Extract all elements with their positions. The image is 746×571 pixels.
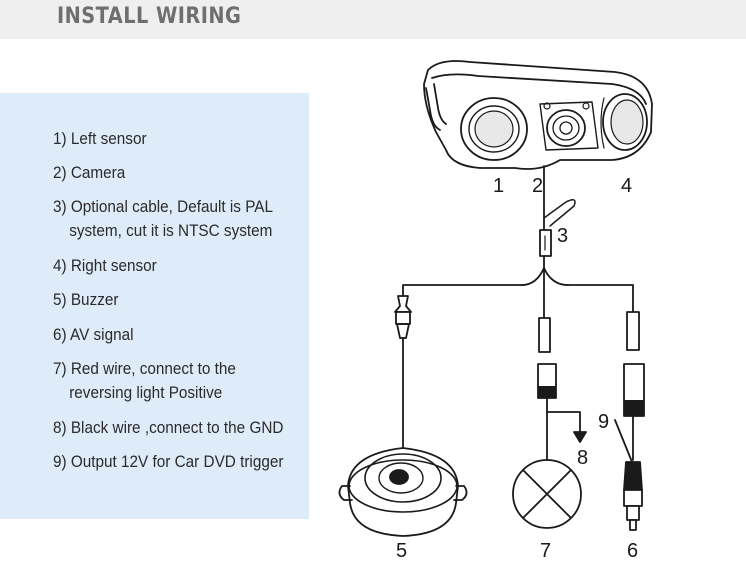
legend-item-text: 3) Optional cable, Default is PAL [53,197,273,216]
label-6: 6 [627,540,638,562]
legend-panel [0,93,309,519]
legend-item-text: 6) AV signal [53,325,134,344]
rca-plug-icon [623,461,643,531]
legend-item-text: 2) Camera [53,163,126,182]
label-1: 1 [493,175,504,197]
legend-item-buzzer: 5) Buzzer [53,288,118,312]
camera-sensor-unit [423,60,653,170]
wiring-diagram: 1 2 4 3 [338,60,653,562]
left-sensor-icon [460,97,528,161]
center-connector [537,317,587,461]
legend-item-black-wire: 8) Black wire ,connect to the GND [53,416,283,440]
label-8: 8 [577,447,588,469]
ground-arrow-icon [573,431,587,443]
legend-item-text: 7) Red wire, connect to the [53,359,236,378]
trigger-wire [614,419,633,463]
legend-item-text: 1) Left sensor [53,129,147,148]
camera-mount-bracket-inner [433,83,447,125]
camera-housing-top-edge [431,73,647,105]
label-4: 4 [621,175,632,197]
buzzer-icon [338,447,468,537]
left-branch-wire [402,267,545,297]
legend-item-right-sensor: 4) Right sensor [53,254,157,278]
legend-item-text-continued: system, cut it is NTSC system [69,221,273,240]
legend-item-text: 5) Buzzer [53,290,119,309]
branch-wires [402,267,634,319]
camera-housing-outline [423,60,653,170]
optional-cable-loop [543,199,576,227]
page-title: INSTALL WIRING [57,4,242,29]
legend-item-text: 9) Output 12V for Car DVD trigger [53,452,284,471]
av-connector [614,311,645,463]
right-branch-wire [543,267,634,313]
camera-mount-bracket [425,87,441,131]
camera-lens-icon [539,101,599,151]
label-7: 7 [540,540,551,562]
ground-wire [546,411,581,433]
legend-item-text: 4) Right sensor [53,256,157,275]
legend-item-left-sensor: 1) Left sensor [53,127,147,151]
main-cable [539,165,576,269]
label-3: 3 [557,225,568,247]
label-5: 5 [396,540,407,562]
legend-item-text: 8) Black wire ,connect to the GND [53,418,284,437]
buzzer-plug [394,295,412,449]
legend-item-output-12v: 9) Output 12V for Car DVD trigger [53,450,283,474]
legend-item-optional-cable: 3) Optional cable, Default is PAL system… [53,195,273,243]
label-9: 9 [598,411,609,433]
legend-item-av-signal: 6) AV signal [53,323,134,347]
header-bar: INSTALL WIRING [0,0,746,39]
legend-item-text-continued: reversing light Positive [69,383,223,402]
reversing-lamp-icon [512,459,582,529]
legend-item-camera: 2) Camera [53,161,125,185]
legend-item-red-wire: 7) Red wire, connect to the reversing li… [53,357,236,405]
right-sensor-icon [600,93,648,151]
label-2: 2 [532,175,543,197]
